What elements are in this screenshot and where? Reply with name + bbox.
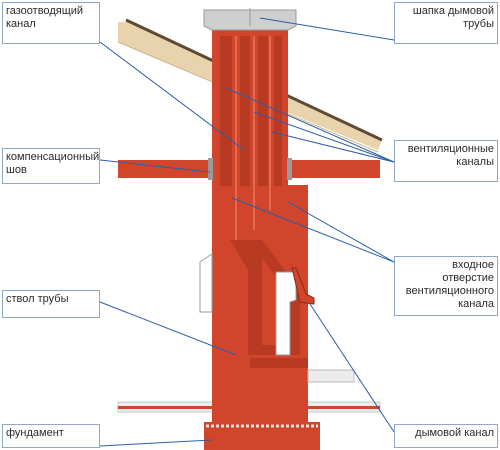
leader-foundation bbox=[99, 439, 213, 447]
leader-lines bbox=[99, 17, 395, 447]
label-pipe-trunk: ствол трубы bbox=[2, 290, 100, 318]
leader-vent-2 bbox=[253, 111, 395, 163]
leader-vent-3 bbox=[271, 131, 395, 163]
leader-vent-inlet-2 bbox=[287, 201, 395, 263]
leader-compensation-seam bbox=[99, 159, 211, 173]
vent-channel-wall-1 bbox=[240, 36, 250, 186]
leader-vent-1 bbox=[225, 87, 395, 163]
leader-gas-channel bbox=[99, 41, 245, 151]
leader-vent-inlet-1 bbox=[231, 197, 395, 263]
vent-channel-wall-2 bbox=[258, 36, 268, 186]
compensation-seam-left bbox=[208, 158, 213, 180]
label-vent-channels: вентиляционные каналы bbox=[394, 140, 498, 182]
label-vent-inlet: входное отверстие вентиляционного канала bbox=[394, 256, 498, 316]
label-compensation-seam: компенсационный шов bbox=[2, 148, 100, 184]
label-chimney-cap: шапка дымовой трубы bbox=[394, 2, 498, 44]
compensation-seam-right bbox=[287, 158, 292, 180]
pipe-shoulder bbox=[288, 185, 308, 245]
stove-opening-left bbox=[199, 253, 213, 313]
flue-damper bbox=[291, 267, 315, 305]
gas-channel-wall bbox=[220, 36, 232, 186]
leader-pipe-trunk bbox=[99, 301, 237, 356]
label-foundation: фундамент bbox=[2, 424, 100, 448]
leader-chimney-cap bbox=[259, 17, 395, 41]
leader-smoke-channel bbox=[309, 303, 395, 433]
stove-base bbox=[250, 358, 308, 368]
label-gas-channel: газоотводящий канал bbox=[2, 2, 100, 44]
label-smoke-channel: дымовой канал bbox=[394, 424, 498, 448]
stove-shelf bbox=[307, 369, 355, 383]
